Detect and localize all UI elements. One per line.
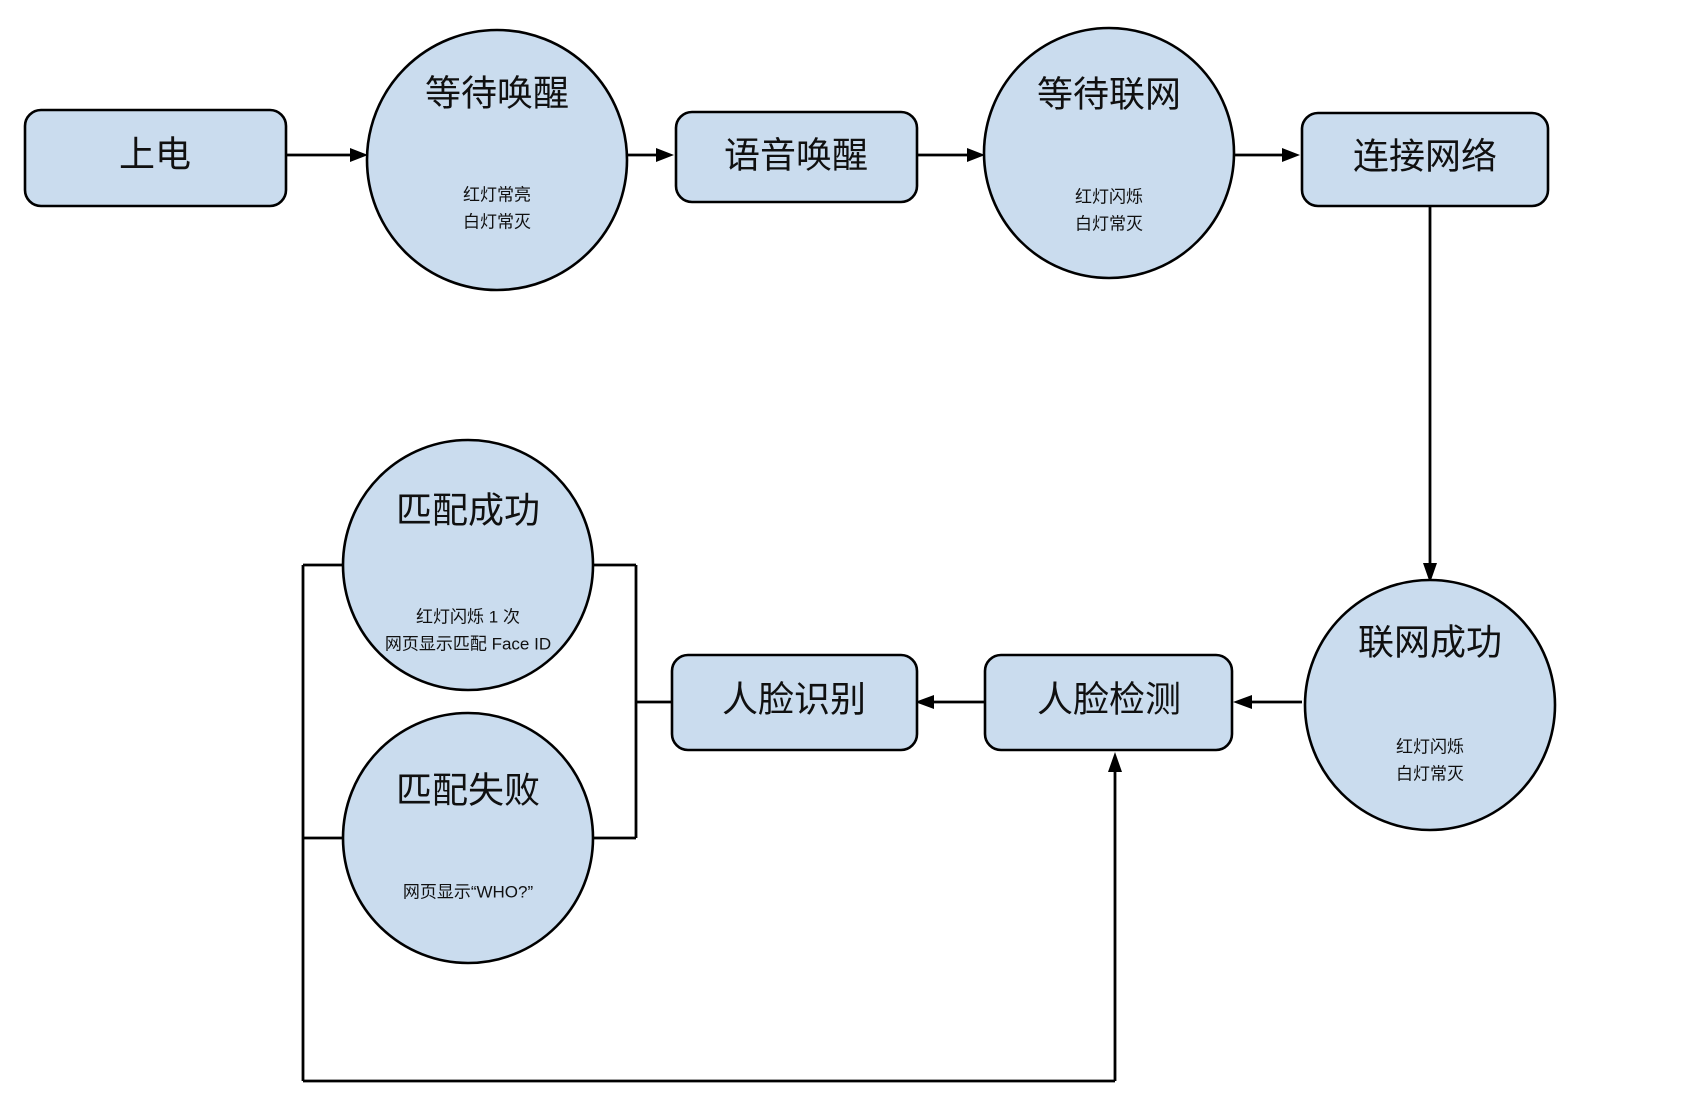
node-match-success[interactable]: 匹配成功 红灯闪烁 1 次 网页显示匹配 Face ID [341, 438, 595, 692]
node-connect-network-label: 连接网络 [1353, 136, 1497, 177]
node-wait-network[interactable]: 等待联网 红灯闪烁 白灯常灭 [982, 26, 1236, 280]
node-match-fail-sub-1: 网页显示“WHO?” [403, 882, 534, 901]
edge-face-detect-to-face-recognize [915, 695, 985, 709]
node-match-fail-shape[interactable] [341, 711, 595, 965]
node-power-on-label: 上电 [119, 134, 191, 175]
edge-power-on-to-wait-wakeup [286, 148, 368, 162]
node-wait-wakeup[interactable]: 等待唤醒 红灯常亮 白灯常灭 [365, 28, 629, 292]
node-match-success-sub-1: 红灯闪烁 1 次 [416, 607, 520, 626]
node-face-detect[interactable]: 人脸检测 [983, 653, 1234, 752]
node-face-recognize-shape[interactable] [670, 653, 919, 752]
node-wait-network-sub-1: 红灯闪烁 [1075, 187, 1143, 206]
node-match-success-shape[interactable] [341, 438, 595, 692]
node-face-recognize[interactable]: 人脸识别 [670, 653, 919, 752]
edge-wait-network-to-connect-network [1234, 148, 1300, 162]
node-match-success-label: 匹配成功 [396, 490, 540, 531]
node-voice-wakeup-shape[interactable] [674, 110, 919, 204]
node-match-success-sub-2: 网页显示匹配 Face ID [385, 634, 551, 653]
node-match-fail[interactable]: 匹配失败 网页显示“WHO?” [341, 711, 595, 965]
edge-voice-wakeup-to-wait-network [917, 148, 985, 162]
node-face-detect-shape[interactable] [983, 653, 1234, 752]
node-wait-network-sub-2: 白灯常灭 [1075, 214, 1143, 233]
edge-network-success-to-face-detect [1233, 695, 1302, 709]
node-face-recognize-label: 人脸识别 [722, 679, 866, 720]
edge-connect-network-to-network-success [1423, 206, 1437, 583]
node-power-on-shape[interactable] [23, 108, 288, 208]
node-match-fail-label: 匹配失败 [396, 770, 540, 811]
node-network-success-sub-1: 红灯闪烁 [1396, 737, 1464, 756]
node-voice-wakeup[interactable]: 语音唤醒 [674, 110, 919, 204]
node-wait-network-label: 等待联网 [1037, 74, 1181, 115]
edge-match-fail-to-face-detect [303, 752, 1122, 1083]
edge-wait-wakeup-to-voice-wakeup [627, 148, 674, 162]
node-wait-wakeup-shape[interactable] [365, 28, 629, 292]
node-network-success[interactable]: 联网成功 红灯闪烁 白灯常灭 [1303, 578, 1557, 832]
node-connect-network-shape[interactable] [1300, 111, 1550, 208]
node-wait-wakeup-sub-2: 白灯常灭 [463, 212, 531, 231]
node-voice-wakeup-label: 语音唤醒 [724, 135, 868, 176]
node-wait-wakeup-label: 等待唤醒 [425, 73, 569, 114]
node-network-success-sub-2: 白灯常灭 [1396, 764, 1464, 783]
node-face-detect-label: 人脸检测 [1037, 679, 1181, 720]
node-network-success-shape[interactable] [1303, 578, 1557, 832]
node-power-on[interactable]: 上电 [23, 108, 288, 208]
node-wait-wakeup-sub-1: 红灯常亮 [463, 185, 531, 204]
node-network-success-label: 联网成功 [1358, 622, 1502, 663]
node-wait-network-shape[interactable] [982, 26, 1236, 280]
node-connect-network[interactable]: 连接网络 [1300, 111, 1550, 208]
